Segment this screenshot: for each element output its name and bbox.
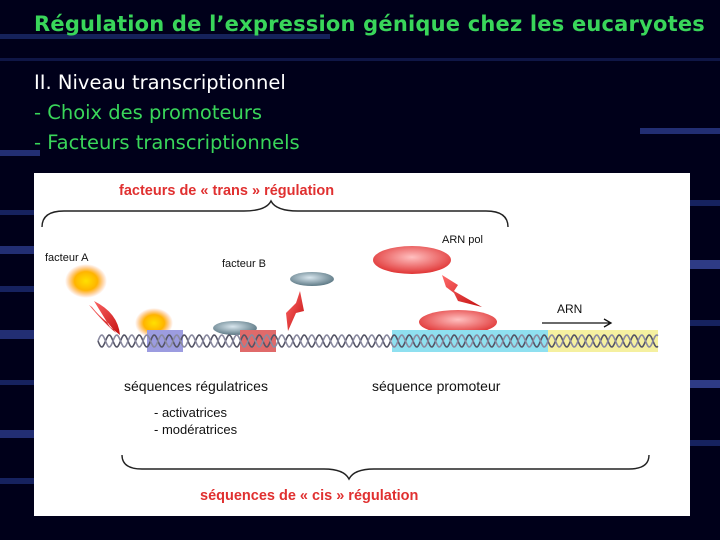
activators-label: - activatrices (154, 405, 227, 420)
bullet-transcription-factors: - Facteurs transcriptionnels (34, 128, 300, 158)
cis-brace (122, 455, 649, 479)
factor-b-arrow (286, 291, 304, 331)
promoter-sequence-label: séquence promoteur (372, 378, 501, 394)
slide-body: II. Niveau transcriptionnel - Choix des … (34, 68, 300, 158)
regulatory-sequences-label: séquences régulatrices (124, 378, 268, 394)
rna-pol-arrow (442, 275, 482, 307)
rna-polymerase (373, 246, 451, 274)
trans-brace (42, 201, 508, 227)
rna-transcript-arrow (542, 319, 611, 327)
bullet-promoters: - Choix des promoteurs (34, 98, 300, 128)
factor-b-protein (290, 272, 334, 286)
diagram-canvas: facteurs de « trans » régulation facteur… (34, 173, 690, 516)
moderators-label: - modératrices (154, 422, 238, 437)
factor-a-arrow (89, 301, 120, 335)
promoter-region (392, 330, 548, 352)
rna-pol-label: ARN pol (442, 234, 483, 246)
gene-region (548, 330, 658, 352)
slide-title: Régulation de l’expression génique chez … (34, 12, 705, 36)
gene-regulation-diagram: facteurs de « trans » régulation facteur… (34, 173, 690, 516)
rna-label: ARN (557, 302, 582, 316)
factor-a-protein (65, 264, 107, 298)
section-heading: II. Niveau transcriptionnel (34, 68, 300, 98)
trans-regulation-heading: facteurs de « trans » régulation (119, 183, 334, 199)
factor-b-label: facteur B (222, 258, 266, 270)
factor-a-label: facteur A (45, 252, 89, 264)
cis-regulation-heading: séquences de « cis » régulation (200, 488, 418, 504)
